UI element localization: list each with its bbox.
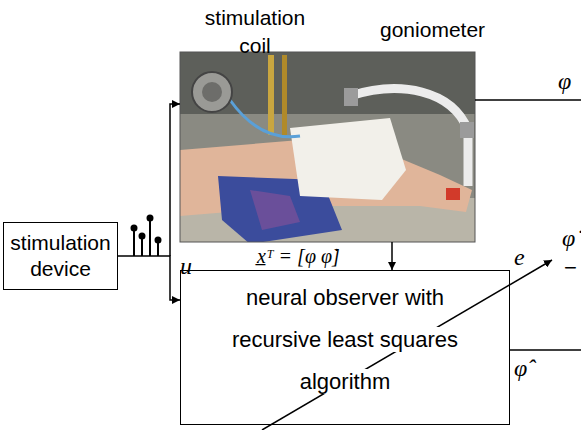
stimulation-pulses xyxy=(132,216,161,257)
state-vector: x̲ᵀ = [φ φ̇] xyxy=(255,244,342,268)
output-wire xyxy=(475,99,581,101)
signal-name: e xyxy=(512,244,527,270)
summing-sign: − xyxy=(562,256,579,280)
signal-connector xyxy=(118,256,180,300)
box-text: stimulation device xyxy=(10,231,110,280)
text-block: neural observer with recursive least squ… xyxy=(220,277,470,403)
photo-frame xyxy=(180,52,475,242)
observer-box: neural observer with recursive least squ… xyxy=(180,270,510,425)
estimate-wire xyxy=(510,349,581,351)
hand-photo xyxy=(180,52,475,242)
box-text: neural observer with recursive least squ… xyxy=(232,285,458,394)
state-wire xyxy=(391,242,393,270)
part-label: goniometer xyxy=(380,17,485,43)
signal-name: φ̇ xyxy=(560,224,577,252)
device-box: stimulation device xyxy=(3,222,118,290)
part-label: stimulation coil xyxy=(195,4,315,60)
text-block: stimulation device xyxy=(7,230,114,282)
signal-name: u xyxy=(180,252,192,280)
signal-name: φ̂ xyxy=(514,354,527,382)
input-wire xyxy=(170,104,180,256)
signal-name: φ xyxy=(558,68,571,94)
